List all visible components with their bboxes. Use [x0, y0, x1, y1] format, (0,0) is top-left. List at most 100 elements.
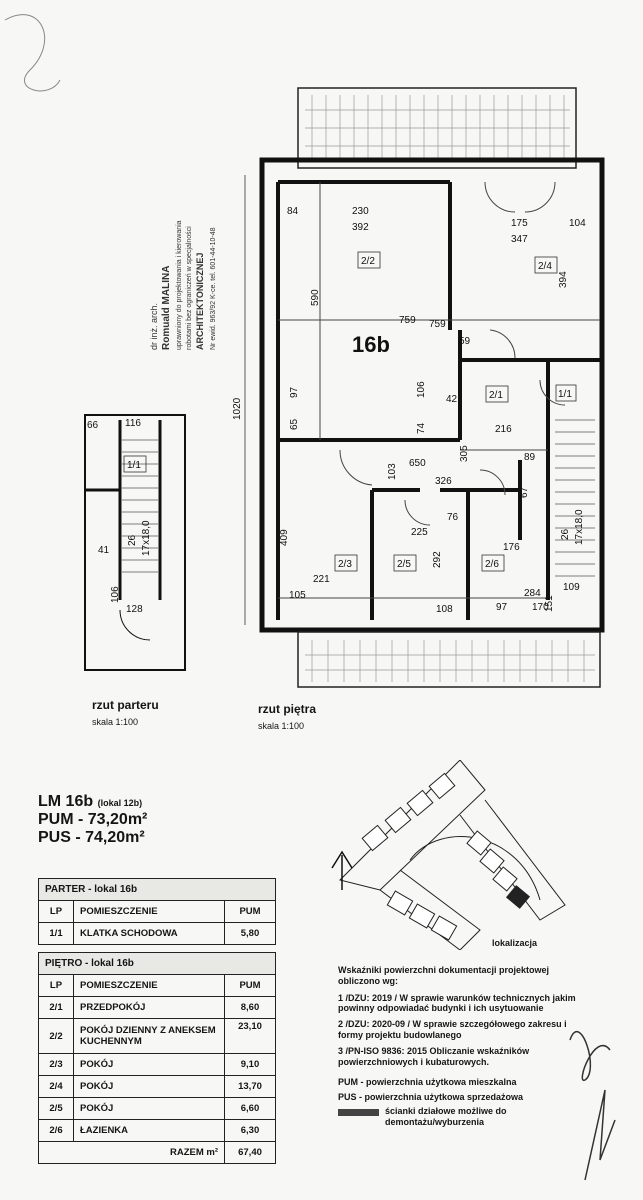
dimension: 759: [399, 315, 416, 326]
cell: 2/1: [38, 996, 74, 1019]
dimension: 175: [511, 218, 528, 229]
cell: POKÓJ: [73, 1053, 225, 1076]
dimension: 151: [544, 595, 555, 612]
notes-block: Wskaźniki powierzchni dokumentacji proje…: [338, 965, 588, 1128]
unit-title: LM 16b: [38, 793, 94, 810]
dimension: 225: [411, 527, 428, 538]
notes-item: 2 /DZU: 2020-09 / W sprawie szczegółoweg…: [338, 1019, 567, 1040]
table-row: 2/5 POKÓJ 6,60: [38, 1097, 276, 1120]
dimension: 41: [98, 545, 110, 556]
dimension: 106: [110, 586, 121, 603]
dimension: 106: [416, 381, 427, 398]
dimension: 59: [459, 336, 471, 347]
floor-scale: skala 1:100: [258, 721, 305, 731]
dimension: 590: [310, 289, 321, 306]
dimension: 176: [503, 542, 520, 553]
cell: POKÓJ: [73, 1075, 225, 1098]
total-value: 67,40: [224, 1141, 276, 1164]
unit-note: (lokal 12b): [97, 798, 143, 808]
total-row: RAZEM m² 67,40: [38, 1141, 276, 1164]
dimension: 17x18,0: [141, 520, 152, 556]
dimension: 84: [287, 206, 299, 217]
cell: 2/3: [38, 1053, 74, 1076]
dimension: 89: [524, 452, 536, 463]
dimension: 392: [352, 222, 369, 233]
cell: 2/5: [38, 1097, 74, 1120]
cell: POKÓJ: [73, 1097, 225, 1120]
dimension: 26: [560, 528, 571, 540]
stamp-line: dr inż. arch.: [149, 303, 159, 350]
legend-swatch: [338, 1108, 379, 1116]
col-header: LP: [38, 900, 74, 923]
notes-item: 1 /DZU: 2019 / W sprawie warunków techni…: [338, 992, 576, 1014]
table-row: 2/3 POKÓJ 9,10: [38, 1053, 276, 1076]
dimension: 1020: [232, 397, 243, 420]
dimension: 759: [429, 319, 446, 330]
col-header: POMIESZCZENIE: [73, 900, 225, 923]
dimension: 230: [352, 206, 369, 217]
table-row: 2/1 PRZEDPOKÓJ 8,60: [38, 996, 276, 1019]
room-label: 2/3: [338, 559, 352, 570]
dimension: 326: [435, 476, 452, 487]
dimension: 347: [511, 234, 528, 245]
cell: 1/1: [38, 922, 74, 945]
col-header: LP: [38, 974, 74, 997]
dimension: 170: [532, 602, 549, 613]
cell: ŁAZIENKA: [73, 1119, 225, 1142]
stamp-line: robotami bez ograniczeń w specjalności: [186, 226, 193, 350]
cell: 9,10: [224, 1053, 276, 1076]
stamp-line: Romuald MALINA: [161, 266, 172, 350]
unit-label: 16b: [352, 332, 390, 357]
dimension: 650: [409, 458, 426, 469]
dimension: 103: [387, 463, 398, 480]
cell: 6,30: [224, 1119, 276, 1142]
dimension: 67: [519, 486, 530, 498]
cell: 23,10: [224, 1018, 276, 1054]
dimension: 305: [459, 445, 470, 462]
dimension: 128: [126, 604, 143, 615]
dimension: 221: [313, 574, 330, 585]
pietro-title: PIĘTRO - lokal 16b: [38, 952, 276, 975]
architect-stamp: dr inż. arch. Romuald MALINA uprawniony …: [145, 135, 217, 355]
dimension: 97: [496, 602, 508, 613]
room-label: 2/5: [397, 559, 411, 570]
dimension: 74: [416, 422, 427, 434]
col-header: PUM: [224, 974, 276, 997]
pietro-table: PIĘTRO - lokal 16b LP POMIESZCZENIE PUM …: [38, 952, 276, 1164]
dimension: 76: [447, 512, 459, 523]
ground-caption: rzut parteru: [92, 698, 159, 712]
site-map: [331, 760, 566, 950]
signature: [569, 1030, 616, 1181]
pum-definition: PUM - powierzchnia użytkowa mieszkalna: [338, 1077, 517, 1088]
legend-text: ścianki działowe możliwe do demontażu/wy…: [384, 1105, 507, 1127]
room-label: 2/6: [485, 559, 499, 570]
cell: 8,60: [224, 996, 276, 1019]
room-label: 2/2: [361, 256, 375, 267]
pus-definition: PUS - powierzchnia użytkowa sprzedażowa: [338, 1092, 524, 1103]
table-row: 2/4 POKÓJ 13,70: [38, 1075, 276, 1098]
stamp-line: ARCHITEKTONICZNEJ: [195, 253, 205, 350]
dimension: 26: [127, 534, 138, 546]
stamp-line: uprawniony do projektowania i kierowania: [176, 220, 183, 350]
dimension: 116: [125, 418, 141, 429]
room-label: 2/1: [489, 390, 503, 401]
total-label: RAZEM m²: [38, 1141, 225, 1164]
cell: 2/6: [38, 1119, 74, 1142]
cell: 5,80: [224, 922, 276, 945]
col-header: POMIESZCZENIE: [73, 974, 225, 997]
dimension: 42: [446, 394, 458, 405]
stamp-line: Nr ewid. 963/92 K-ce, tel. 601-44-10-48: [210, 227, 215, 350]
cell: 13,70: [224, 1075, 276, 1098]
cell: 6,60: [224, 1097, 276, 1120]
dimension: 292: [432, 551, 443, 568]
cell: POKÓJ DZIENNY Z ANEKSEM KUCHENNYM: [73, 1018, 225, 1054]
dimension: 17x18,0: [574, 509, 585, 545]
col-header: PUM: [224, 900, 276, 923]
table-row: 2/2 POKÓJ DZIENNY Z ANEKSEM KUCHENNYM 23…: [38, 1018, 276, 1054]
location-label: lokalizacja: [492, 938, 538, 948]
dimension: 65: [289, 418, 300, 430]
notes-intro: Wskaźniki powierzchni dokumentacji proje…: [338, 965, 550, 986]
table-row: 2/6 ŁAZIENKA 6,30: [38, 1119, 276, 1142]
dimension: 105: [289, 590, 306, 601]
pus-total: PUS - 74,20m²: [38, 829, 145, 846]
